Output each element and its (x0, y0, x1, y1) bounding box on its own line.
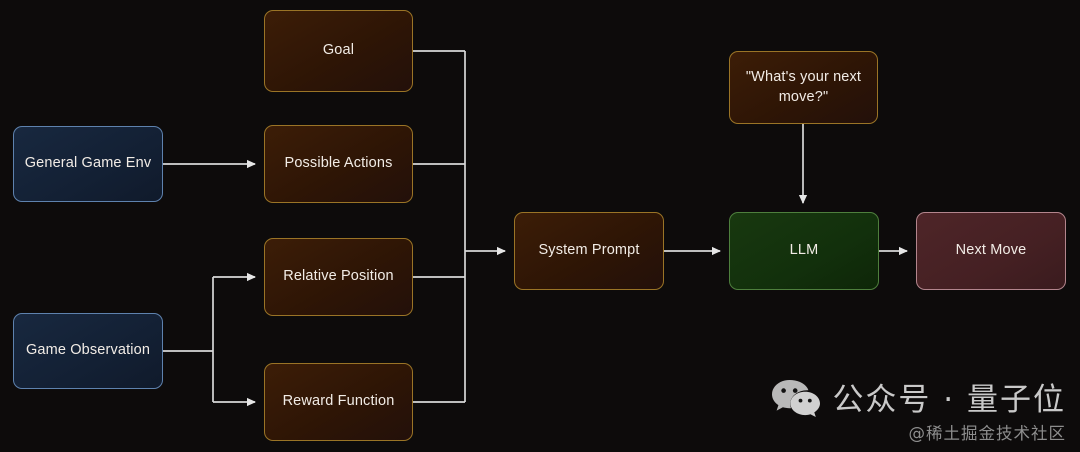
node-label: "What's your next move?" (745, 68, 862, 105)
node-label: Possible Actions (284, 155, 393, 172)
node-label: General Game Env (24, 155, 152, 172)
node-user-question[interactable]: "What's your next move?" (729, 51, 878, 124)
node-label: Game Observation (25, 342, 151, 359)
node-label: LLM (789, 242, 819, 259)
node-game-observation[interactable]: Game Observation (13, 313, 163, 389)
node-label: Next Move (955, 242, 1027, 259)
watermark-title: 公众号 · 量子位 (832, 382, 1066, 418)
node-possible-actions[interactable]: Possible Actions (264, 125, 413, 203)
node-goal[interactable]: Goal (264, 10, 413, 92)
node-general-game-env[interactable]: General Game Env (13, 126, 163, 202)
node-label: Goal (322, 42, 355, 59)
wechat-icon (772, 379, 821, 417)
watermark-subtitle: @稀土掘金技术社区 (908, 424, 1066, 443)
node-label: System Prompt (538, 242, 640, 259)
node-llm[interactable]: LLM (729, 212, 879, 290)
node-reward-function[interactable]: Reward Function (264, 363, 413, 441)
watermark: 公众号 · 量子位 @稀土掘金技术社区 (770, 374, 1066, 444)
node-system-prompt[interactable]: System Prompt (514, 212, 664, 290)
node-label: Relative Position (283, 268, 394, 285)
node-label: Reward Function (282, 393, 395, 410)
watermark-main: 公众号 · 量子位 (770, 374, 1066, 419)
node-next-move[interactable]: Next Move (916, 212, 1066, 290)
node-relative-position[interactable]: Relative Position (264, 238, 413, 316)
